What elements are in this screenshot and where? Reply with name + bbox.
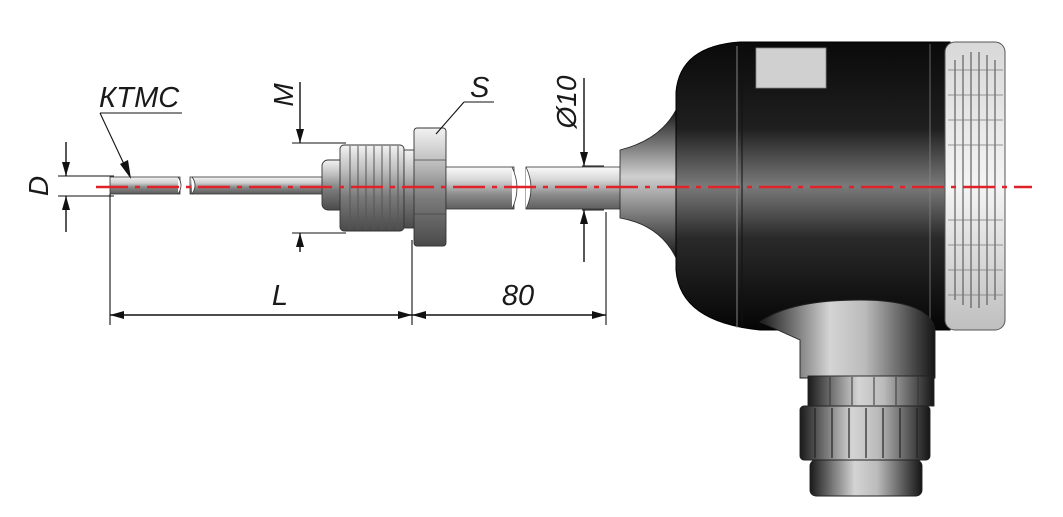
dimension-lengths: L 80 bbox=[109, 194, 607, 325]
label-tube-diameter: Ø10 bbox=[551, 75, 582, 129]
label-s: S bbox=[470, 72, 490, 104]
label-length: L bbox=[272, 280, 288, 312]
sensor-rod bbox=[109, 176, 331, 195]
terminal-head bbox=[619, 41, 1006, 379]
label-sensor-type: КТМС bbox=[99, 82, 180, 114]
leader-wrench-size: S bbox=[435, 72, 494, 135]
dimension-d: D bbox=[23, 142, 114, 232]
label-neck-length: 80 bbox=[502, 280, 534, 312]
dimension-m: M bbox=[268, 82, 346, 252]
label-d: D bbox=[23, 176, 54, 196]
cable-gland bbox=[799, 375, 935, 497]
dimension-tube-diameter: Ø10 bbox=[551, 75, 604, 262]
label-m: M bbox=[268, 83, 299, 107]
leader-sensor-type: КТМС bbox=[99, 82, 182, 179]
